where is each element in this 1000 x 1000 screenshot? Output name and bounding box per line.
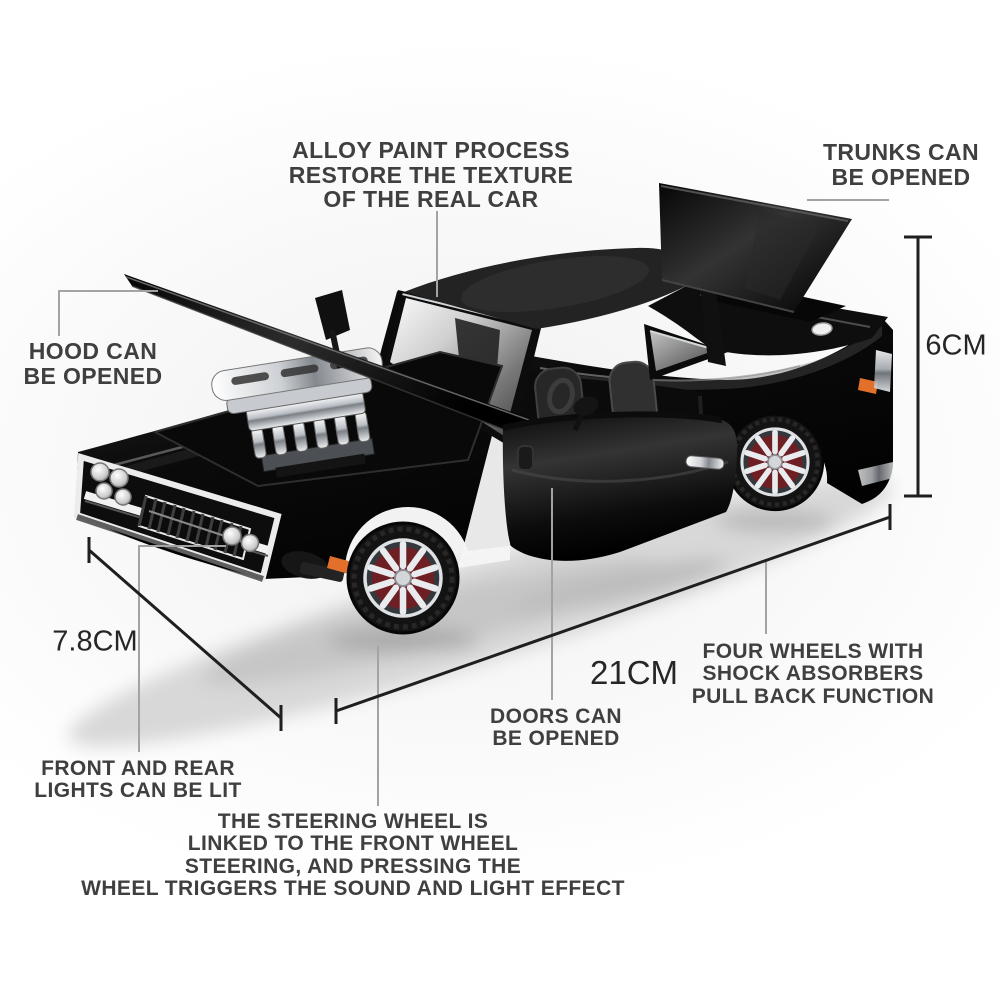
measurement-width: 7.8CM	[52, 625, 138, 658]
annotation-alloy-paint: ALLOY PAINT PROCESS RESTORE THE TEXTURE …	[289, 138, 574, 212]
annotation-line: ALLOY PAINT PROCESS	[292, 137, 570, 163]
callout-lights	[138, 545, 226, 752]
tail-panel	[858, 350, 893, 486]
annotation-line: SHOCK ABSORBERS	[702, 662, 924, 686]
callout-hood	[58, 290, 158, 336]
measurement-lines	[87, 235, 932, 731]
annotation-line: RESTORE THE TEXTURE	[288, 161, 574, 188]
door-handle	[685, 455, 725, 470]
annotation-line: FRONT AND REAR	[41, 757, 235, 780]
background-gap	[458, 420, 512, 568]
side-mirror	[573, 396, 599, 416]
rear-badge	[811, 322, 833, 336]
front-side-marker	[327, 556, 352, 574]
annotation-trunk: TRUNKS CAN BE OPENED	[823, 140, 979, 189]
annotation-line: LINKED TO THE FRONT WHEEL	[187, 832, 519, 856]
annotation-line: BE OPENED	[831, 163, 971, 190]
callout-lines	[58, 199, 889, 806]
trunk-lid-open	[659, 183, 852, 366]
quarter-window	[644, 324, 728, 380]
driver-door-open	[502, 396, 738, 561]
annotation-line: BE OPENED	[23, 362, 163, 389]
annotation-line: THE STEERING WHEEL IS	[217, 810, 489, 833]
roof	[404, 247, 692, 329]
annotation-hood: HOOD CAN BE OPENED	[23, 339, 162, 388]
front-wheel	[346, 521, 460, 635]
annotation-line: PULL BACK FUNCTION	[691, 684, 935, 708]
headlights	[90, 462, 260, 553]
front-bumper-grille	[73, 453, 345, 582]
annotation-line: HOOD CAN	[28, 338, 158, 364]
measure-length-line	[335, 515, 891, 713]
annotation-line: OF THE REAL CAR	[323, 186, 539, 213]
trunk-strut	[700, 286, 726, 366]
annotation-line: WHEEL TRIGGERS THE SOUND AND LIGHT EFFEC…	[81, 877, 625, 901]
measurement-length: 21CM	[589, 654, 679, 691]
rear-side-marker	[858, 378, 878, 394]
annotation-line: DOORS CAN	[490, 705, 622, 728]
annotation-four-wheels: FOUR WHEELS WITH SHOCK ABSORBERS PULL BA…	[691, 640, 935, 708]
rear-wheel	[725, 412, 825, 512]
measure-width-line	[88, 548, 282, 720]
annotation-doors: DOORS CAN BE OPENED	[490, 705, 622, 751]
hood-open	[124, 274, 534, 439]
annotation-line: LIGHTS CAN BE LIT	[34, 779, 242, 803]
annotation-line: BE OPENED	[492, 727, 620, 751]
annotation-lights: FRONT AND REAR LIGHTS CAN BE LIT	[34, 757, 242, 803]
annotation-steering: THE STEERING WHEEL IS LINKED TO THE FRON…	[81, 810, 625, 901]
annotation-line: TRUNKS CAN	[822, 139, 980, 165]
annotation-line: STEERING, AND PRESSING THE	[184, 854, 522, 878]
measurement-height: 6CM	[925, 329, 987, 362]
annotation-line: FOUR WHEELS WITH	[702, 640, 924, 663]
steering-wheel	[547, 377, 575, 415]
